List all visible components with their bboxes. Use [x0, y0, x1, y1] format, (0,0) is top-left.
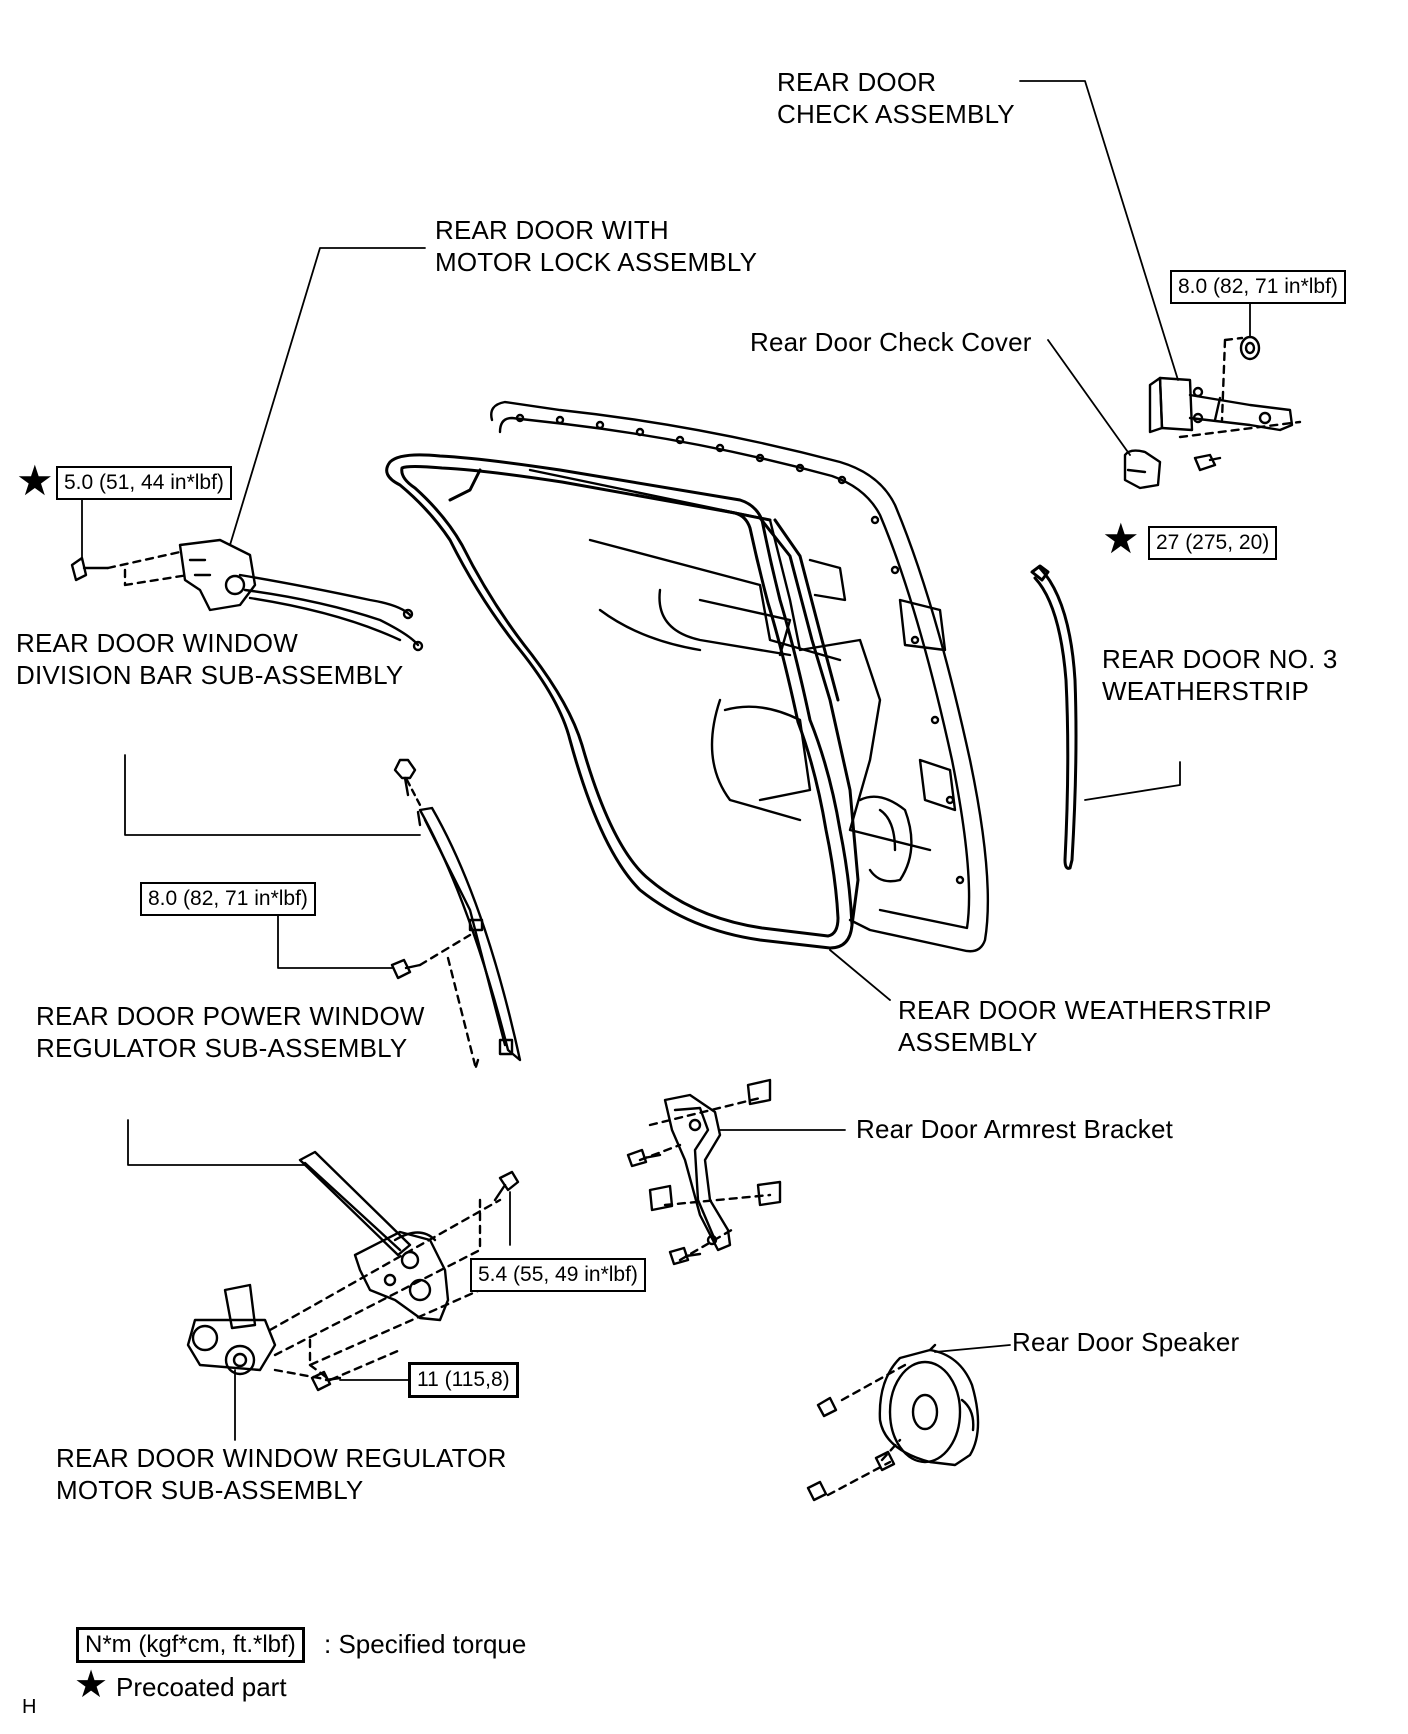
label-power-window-regulator: REAR DOOR POWER WINDOW REGULATOR SUB-ASS… — [36, 1000, 425, 1064]
label-regulator-motor: REAR DOOR WINDOW REGULATOR MOTOR SUB-ASS… — [56, 1442, 507, 1506]
check-bolt-2 — [1193, 453, 1222, 472]
label-check-cover: Rear Door Check Cover — [750, 327, 1032, 357]
torque-division-bar-bolt: 8.0 (82, 71 in*lbf) — [140, 882, 316, 916]
door-panel — [490, 400, 990, 953]
label-regulator-motor-line2: MOTOR SUB-ASSEMBLY — [56, 1475, 364, 1505]
legend-torque-text: : Specified torque — [324, 1629, 527, 1659]
label-speaker: Rear Door Speaker — [1012, 1327, 1240, 1357]
motor-bolt — [310, 1370, 342, 1392]
label-power-window-regulator-line2: REGULATOR SUB-ASSEMBLY — [36, 1033, 408, 1063]
regulator-motor — [186, 1283, 277, 1376]
legend-torque-box: N*m (kgf*cm, ft.*lbf) — [76, 1627, 305, 1663]
star-icon-lock-screw: ★ — [16, 457, 54, 504]
torque-lock-screw: 5.0 (51, 44 in*lbf) — [56, 466, 232, 500]
label-weatherstrip-assembly-line1: REAR DOOR WEATHERSTRIP — [898, 995, 1272, 1025]
label-no3-weatherstrip-line1: REAR DOOR NO. 3 — [1102, 644, 1338, 674]
speaker-bolts — [806, 1396, 896, 1502]
label-check-assembly-line1: REAR DOOR — [777, 67, 937, 97]
label-motor-lock: REAR DOOR WITH MOTOR LOCK ASSEMBLY — [435, 214, 757, 278]
lock-dashes — [106, 550, 190, 587]
legend-precoated-text: Precoated part — [116, 1672, 287, 1702]
label-check-assembly-line2: CHECK ASSEMBLY — [777, 99, 1015, 129]
torque-check-bolt: 8.0 (82, 71 in*lbf) — [1170, 270, 1346, 304]
label-motor-lock-line2: MOTOR LOCK ASSEMBLY — [435, 247, 758, 277]
legend-star-icon: ★ — [74, 1664, 109, 1706]
corner-mark: H — [22, 1696, 37, 1718]
regulator-dashes — [268, 1198, 502, 1382]
speaker — [878, 1343, 980, 1467]
label-division-bar-line1: REAR DOOR WINDOW — [16, 628, 298, 658]
motor-lock — [178, 538, 424, 652]
label-check-assembly: REAR DOOR CHECK ASSEMBLY — [777, 66, 1015, 130]
torque-check-hinge-bolt: 27 (275, 20) — [1148, 526, 1278, 560]
check-dashes — [1178, 336, 1302, 439]
label-weatherstrip-assembly-line2: ASSEMBLY — [898, 1027, 1038, 1057]
division-bar-bolt-dashes — [418, 933, 480, 1072]
label-division-bar: REAR DOOR WINDOW DIVISION BAR SUB-ASSEMB… — [16, 627, 403, 691]
regulator — [298, 1150, 450, 1322]
regulator-bolt — [493, 1170, 520, 1202]
leader-lines — [81, 80, 1251, 1441]
weatherstrip-loop — [385, 453, 860, 950]
label-no3-weatherstrip-line2: WEATHERSTRIP — [1102, 676, 1310, 706]
lock-screw — [70, 556, 110, 582]
label-weatherstrip-assembly: REAR DOOR WEATHERSTRIP ASSEMBLY — [898, 994, 1272, 1058]
label-division-bar-line2: DIVISION BAR SUB-ASSEMBLY — [16, 660, 404, 690]
division-bar-bolt — [390, 958, 422, 980]
armrest-dashes — [638, 1096, 772, 1262]
label-motor-lock-line1: REAR DOOR WITH — [435, 215, 669, 245]
label-regulator-motor-line1: REAR DOOR WINDOW REGULATOR — [56, 1443, 507, 1473]
armrest-bracket — [663, 1093, 732, 1252]
label-armrest-bracket: Rear Door Armrest Bracket — [856, 1114, 1174, 1144]
division-bar — [393, 758, 522, 1062]
no3-weatherstrip — [1030, 564, 1078, 870]
torque-regulator-bolt: 5.4 (55, 49 in*lbf) — [470, 1258, 646, 1292]
check-assembly — [1148, 376, 1294, 434]
label-no3-weatherstrip: REAR DOOR NO. 3 WEATHERSTRIP — [1102, 643, 1338, 707]
check-nut — [1239, 335, 1261, 361]
armrest-clips — [626, 1078, 782, 1266]
label-power-window-regulator-line1: REAR DOOR POWER WINDOW — [36, 1001, 425, 1031]
torque-motor-bolt: 11 (115,8) — [408, 1362, 519, 1398]
check-cover-part — [1123, 449, 1162, 490]
division-bar-screw-dash — [405, 778, 422, 807]
star-icon-check-hinge-bolt: ★ — [1102, 515, 1140, 562]
